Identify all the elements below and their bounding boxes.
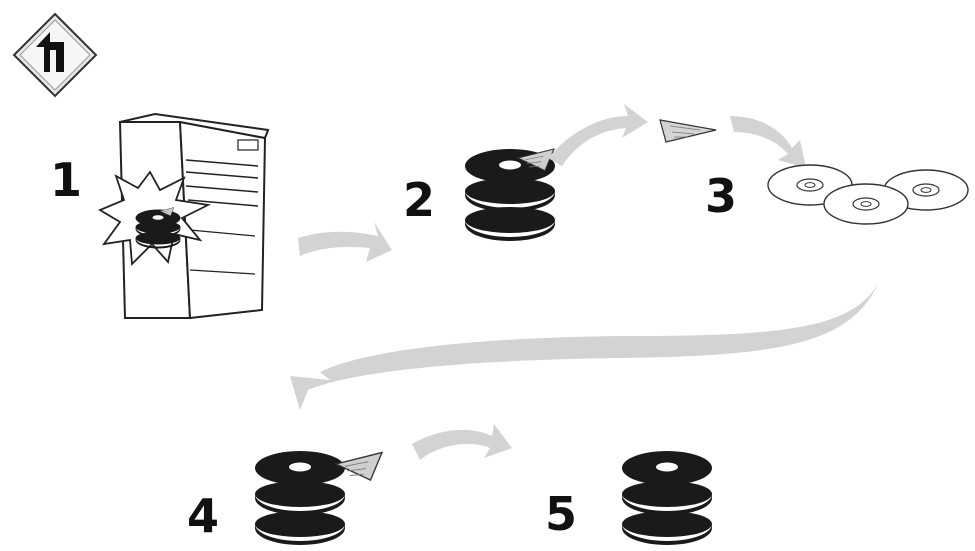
disk-stack-with-image-slice-icon (465, 149, 555, 241)
return-arrow-icon[interactable] (14, 14, 96, 96)
flow-arrow-2 (548, 104, 648, 166)
step-number-3: 3 (705, 169, 737, 223)
image-slice-icon (660, 120, 716, 142)
disk-stack-with-image-slice-icon (255, 451, 382, 545)
flow-arrow-4 (290, 284, 878, 410)
step-number-2: 2 (403, 173, 435, 227)
step-number-1: 1 (50, 153, 82, 207)
flow-arrow-5 (412, 424, 512, 460)
computer-tower-with-damaged-disk-icon (100, 114, 268, 318)
cd-discs-icon (768, 165, 968, 224)
step-number-5: 5 (545, 487, 577, 541)
step-number-4: 4 (187, 489, 219, 543)
disk-stack-icon (622, 451, 712, 545)
flow-arrow-1 (298, 222, 392, 262)
flow-arrow-3 (730, 116, 806, 168)
